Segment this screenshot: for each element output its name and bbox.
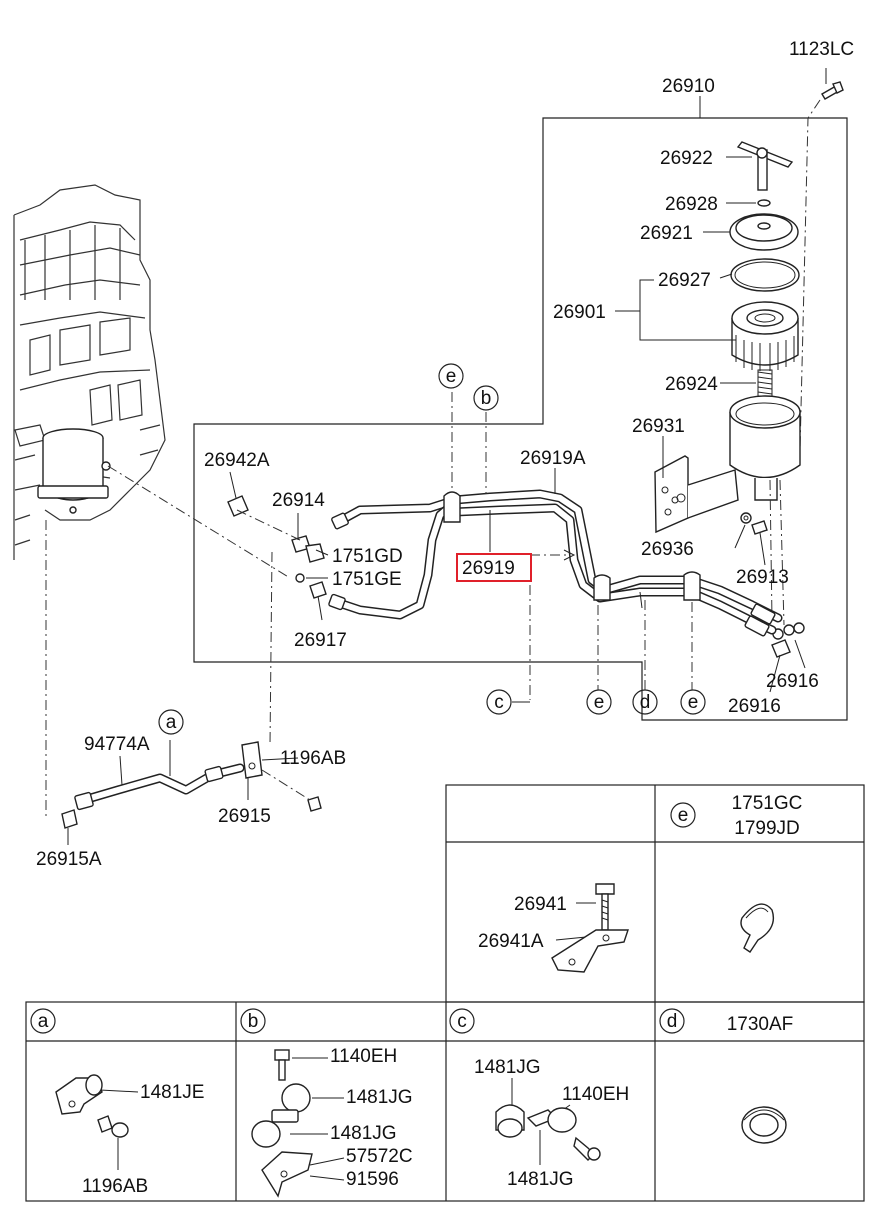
cell-b-1481jg-2: 1481JG <box>330 1123 397 1144</box>
bracket-26931 <box>654 455 739 534</box>
detail-table: e 1751GC 1799JD 26941 26941A a 1481JE 11… <box>25 784 865 1202</box>
cell-c-1481jg-2: 1481JG <box>507 1169 574 1190</box>
bolt-26941 <box>595 883 615 931</box>
label-26942a: 26942A <box>204 450 270 471</box>
label-26914: 26914 <box>272 490 325 511</box>
fuel-line-26919 <box>328 489 783 637</box>
filter-element-26901 <box>731 301 799 371</box>
label-1196ab: 1196AB <box>280 748 346 769</box>
bolt-1196ab <box>307 796 322 812</box>
cell-b-1481jg-1: 1481JG <box>346 1087 413 1108</box>
label-26922: 26922 <box>660 148 713 169</box>
bolt-26913 <box>751 520 768 535</box>
cell-26941: 26941 <box>514 894 567 915</box>
fuel-pipe-94774a <box>74 763 245 811</box>
cell-c-letter: c <box>457 1011 467 1032</box>
label-26931: 26931 <box>632 416 685 437</box>
label-26901: 26901 <box>553 302 606 323</box>
bracket-26941a <box>551 929 629 973</box>
label-26917: 26917 <box>294 630 347 651</box>
marker-b-top: b <box>481 388 492 409</box>
label-26927: 26927 <box>658 270 711 291</box>
marker-e-bottom-2: e <box>688 692 699 713</box>
cell-a-1196ab: 1196AB <box>82 1176 148 1197</box>
label-26915: 26915 <box>218 806 271 827</box>
highlight-box-26919 <box>456 553 532 582</box>
label-26919: 26919 <box>462 558 515 579</box>
gasket-26927 <box>730 258 800 292</box>
cell-b-57572c: 57572C <box>346 1146 413 1167</box>
filter-housing <box>729 395 801 501</box>
cell-d-1730af: 1730AF <box>727 1014 794 1035</box>
label-26910: 26910 <box>662 76 715 97</box>
t-handle-26922 <box>736 141 794 191</box>
assembly-boundary-box <box>193 117 848 721</box>
cell-e-head-line1: 1751GC <box>732 793 803 814</box>
cap-26921 <box>729 213 799 251</box>
label-26916-lower: 26916 <box>728 696 781 717</box>
marker-e-top: e <box>446 366 457 387</box>
cell-a-1481je: 1481JE <box>140 1082 204 1103</box>
label-94774a: 94774A <box>84 734 150 755</box>
spring-26924 <box>757 369 773 397</box>
label-26936: 26936 <box>641 539 694 560</box>
cell-c-1481jg-1: 1481JG <box>474 1057 541 1078</box>
grommet-1730af <box>741 1106 787 1144</box>
label-26913: 26913 <box>736 567 789 588</box>
label-1751gd: 1751GD <box>332 546 403 567</box>
cell-e-head-line2: 1799JD <box>734 818 800 839</box>
cell-a-letter: a <box>38 1011 49 1032</box>
label-26916-upper: 26916 <box>766 671 819 692</box>
circle-markers: e b c e d e a <box>158 363 706 735</box>
engine-filter-housing <box>37 428 111 514</box>
label-26928: 26928 <box>665 194 718 215</box>
cell-b-letter: b <box>248 1011 259 1032</box>
fitting-26917 <box>309 581 327 599</box>
leader-lines <box>67 68 827 845</box>
label-26919a: 26919A <box>520 448 586 469</box>
clamp-e-drawing <box>740 903 775 953</box>
marker-c-bottom: c <box>494 692 504 713</box>
cell-26941a: 26941A <box>478 931 544 952</box>
marker-a-left: a <box>166 712 177 733</box>
o-ring-26928 <box>757 199 771 207</box>
fitting-26914 <box>291 535 325 563</box>
engine-block-drawing <box>13 184 166 560</box>
label-26921: 26921 <box>640 223 693 244</box>
cell-d-letter: d <box>667 1011 678 1032</box>
label-1751ge: 1751GE <box>332 569 402 590</box>
fitting-26915a <box>61 809 78 829</box>
clip-1481je <box>55 1074 103 1115</box>
label-26915a: 26915A <box>36 849 102 870</box>
marker-d-bottom: d <box>640 692 651 713</box>
washer-1751ge <box>295 573 305 583</box>
cell-e-letter: e <box>678 805 689 826</box>
bolt-1196ab-detail <box>97 1115 129 1138</box>
label-26924: 26924 <box>665 374 718 395</box>
b-parts-drawing <box>251 1049 313 1198</box>
marker-e-bottom-1: e <box>594 692 605 713</box>
callout-labels: 1123LC 26910 26922 26928 26921 26927 269… <box>36 39 854 870</box>
c-parts-drawing <box>495 1104 601 1161</box>
washer-26936 <box>740 512 752 524</box>
cell-b-1140eh: 1140EH <box>330 1046 397 1067</box>
cell-c-1140eh: 1140EH <box>562 1084 629 1105</box>
fitting-26942a <box>227 495 249 517</box>
cell-b-91596: 91596 <box>346 1169 399 1190</box>
label-1123lc: 1123LC <box>789 39 854 60</box>
bracket-26915 <box>241 741 263 779</box>
bolt-1123lc <box>821 81 844 100</box>
